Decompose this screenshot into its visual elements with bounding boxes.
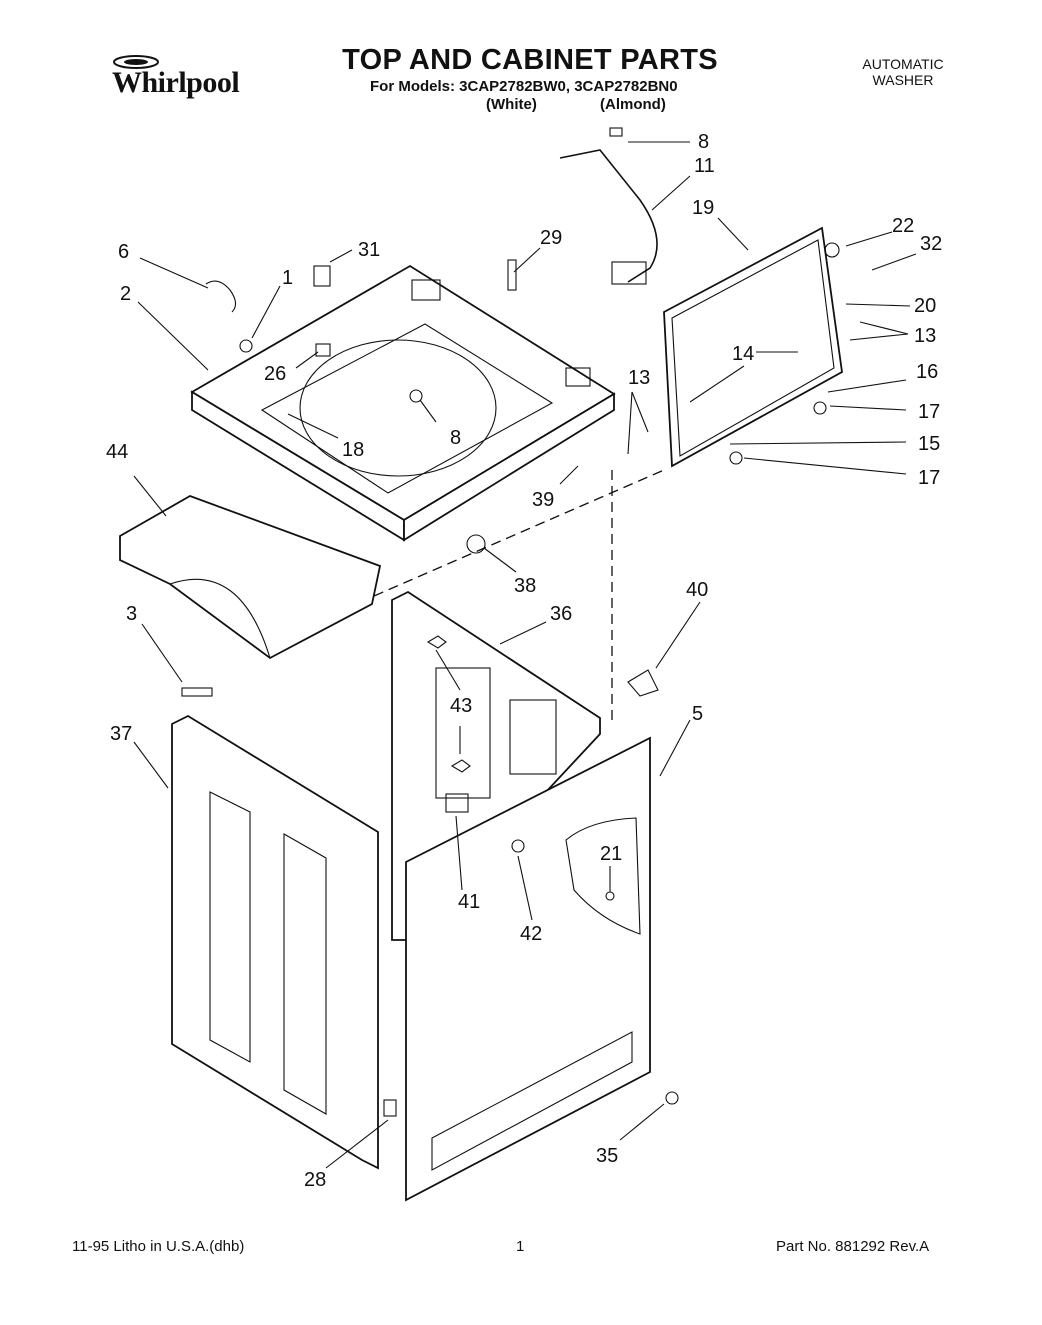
bracket-icon [445,793,469,813]
brand-name: Whirlpool [112,66,240,99]
callout-37: 37 [110,723,132,745]
callout-13b: 13 [628,367,650,389]
plug-icon [466,534,486,554]
callout-40: 40 [686,579,708,601]
clip-icon [383,1099,397,1117]
bracket-icon [181,687,213,697]
callout-3: 3 [126,603,137,625]
part-number: Part No. 881292 Rev.A [776,1238,930,1255]
washer-icon [824,242,840,258]
callout-1: 1 [282,267,293,289]
callout-38: 38 [514,575,536,597]
callout-31: 31 [358,239,380,261]
callout-8: 8 [698,131,709,153]
callout-22: 22 [892,215,914,237]
callout-labels: 8 11 19 22 32 29 31 6 1 2 20 13 14 16 26… [106,131,942,1191]
callout-19: 19 [692,197,714,219]
callout-35: 35 [596,1145,618,1167]
front-panel [405,736,651,1202]
callout-2: 2 [120,283,131,305]
part-44-shroud [119,495,382,660]
screw-icon [605,891,615,901]
callout-41: 41 [458,891,480,913]
water-inlet-hose [559,149,658,285]
screw-icon [665,1091,679,1105]
callout-17b: 17 [918,467,940,489]
nut-icon [813,401,827,415]
left-side-panel [171,714,379,1170]
product-type: AUTOMATIC WASHER [848,56,958,88]
logo-swirl-icon [113,55,159,69]
hardware-fasteners [181,127,840,1117]
variant-white: (White) [486,96,537,113]
callout-18: 18 [342,439,364,461]
bumper-icon [239,339,253,353]
page-title: TOP AND CABINET PARTS [342,44,718,76]
screw-icon [511,839,525,853]
callout-17: 17 [918,401,940,423]
callout-43: 43 [450,695,472,717]
callout-42: 42 [520,923,542,945]
callout-44: 44 [106,441,128,463]
page-number: 1 [516,1238,525,1255]
nut-icon [409,389,423,403]
nut-icon [729,451,743,465]
callout-6: 6 [118,241,129,263]
screw-icon [609,127,623,137]
nut-icon [450,759,471,773]
callout-8b: 8 [450,427,461,449]
variant-almond: (Almond) [600,96,666,113]
leader-lines [133,141,917,1169]
clip-icon [205,280,237,313]
product-type-line1: AUTOMATIC [862,56,944,72]
callout-16: 16 [916,361,938,383]
nut-icon [426,635,447,649]
callout-5: 5 [692,703,703,725]
alignment-line [373,469,665,597]
lid-panel [663,226,843,468]
clip-icon [315,343,331,357]
screw-icon [507,259,517,291]
callout-14: 14 [732,343,754,365]
cabinet-top-panel [190,264,616,542]
callout-28: 28 [304,1169,326,1191]
brand-logo [108,50,268,110]
callout-20: 20 [914,295,936,317]
callout-26: 26 [264,363,286,385]
callout-21: 21 [600,843,622,865]
callout-11: 11 [694,155,715,177]
callout-29: 29 [540,227,562,249]
callout-32: 32 [920,233,942,255]
callout-39: 39 [532,489,554,511]
product-type-line2: WASHER [872,72,934,88]
clip-icon [627,669,659,697]
clip-icon [313,265,331,287]
callout-15: 15 [918,433,940,455]
footer-print-info: 11-95 Litho in U.S.A.(dhb) [72,1238,245,1255]
callout-13: 13 [914,325,936,347]
model-numbers: For Models: 3CAP2782BW0, 3CAP2782BN0 [370,78,678,95]
callout-36: 36 [550,603,572,625]
